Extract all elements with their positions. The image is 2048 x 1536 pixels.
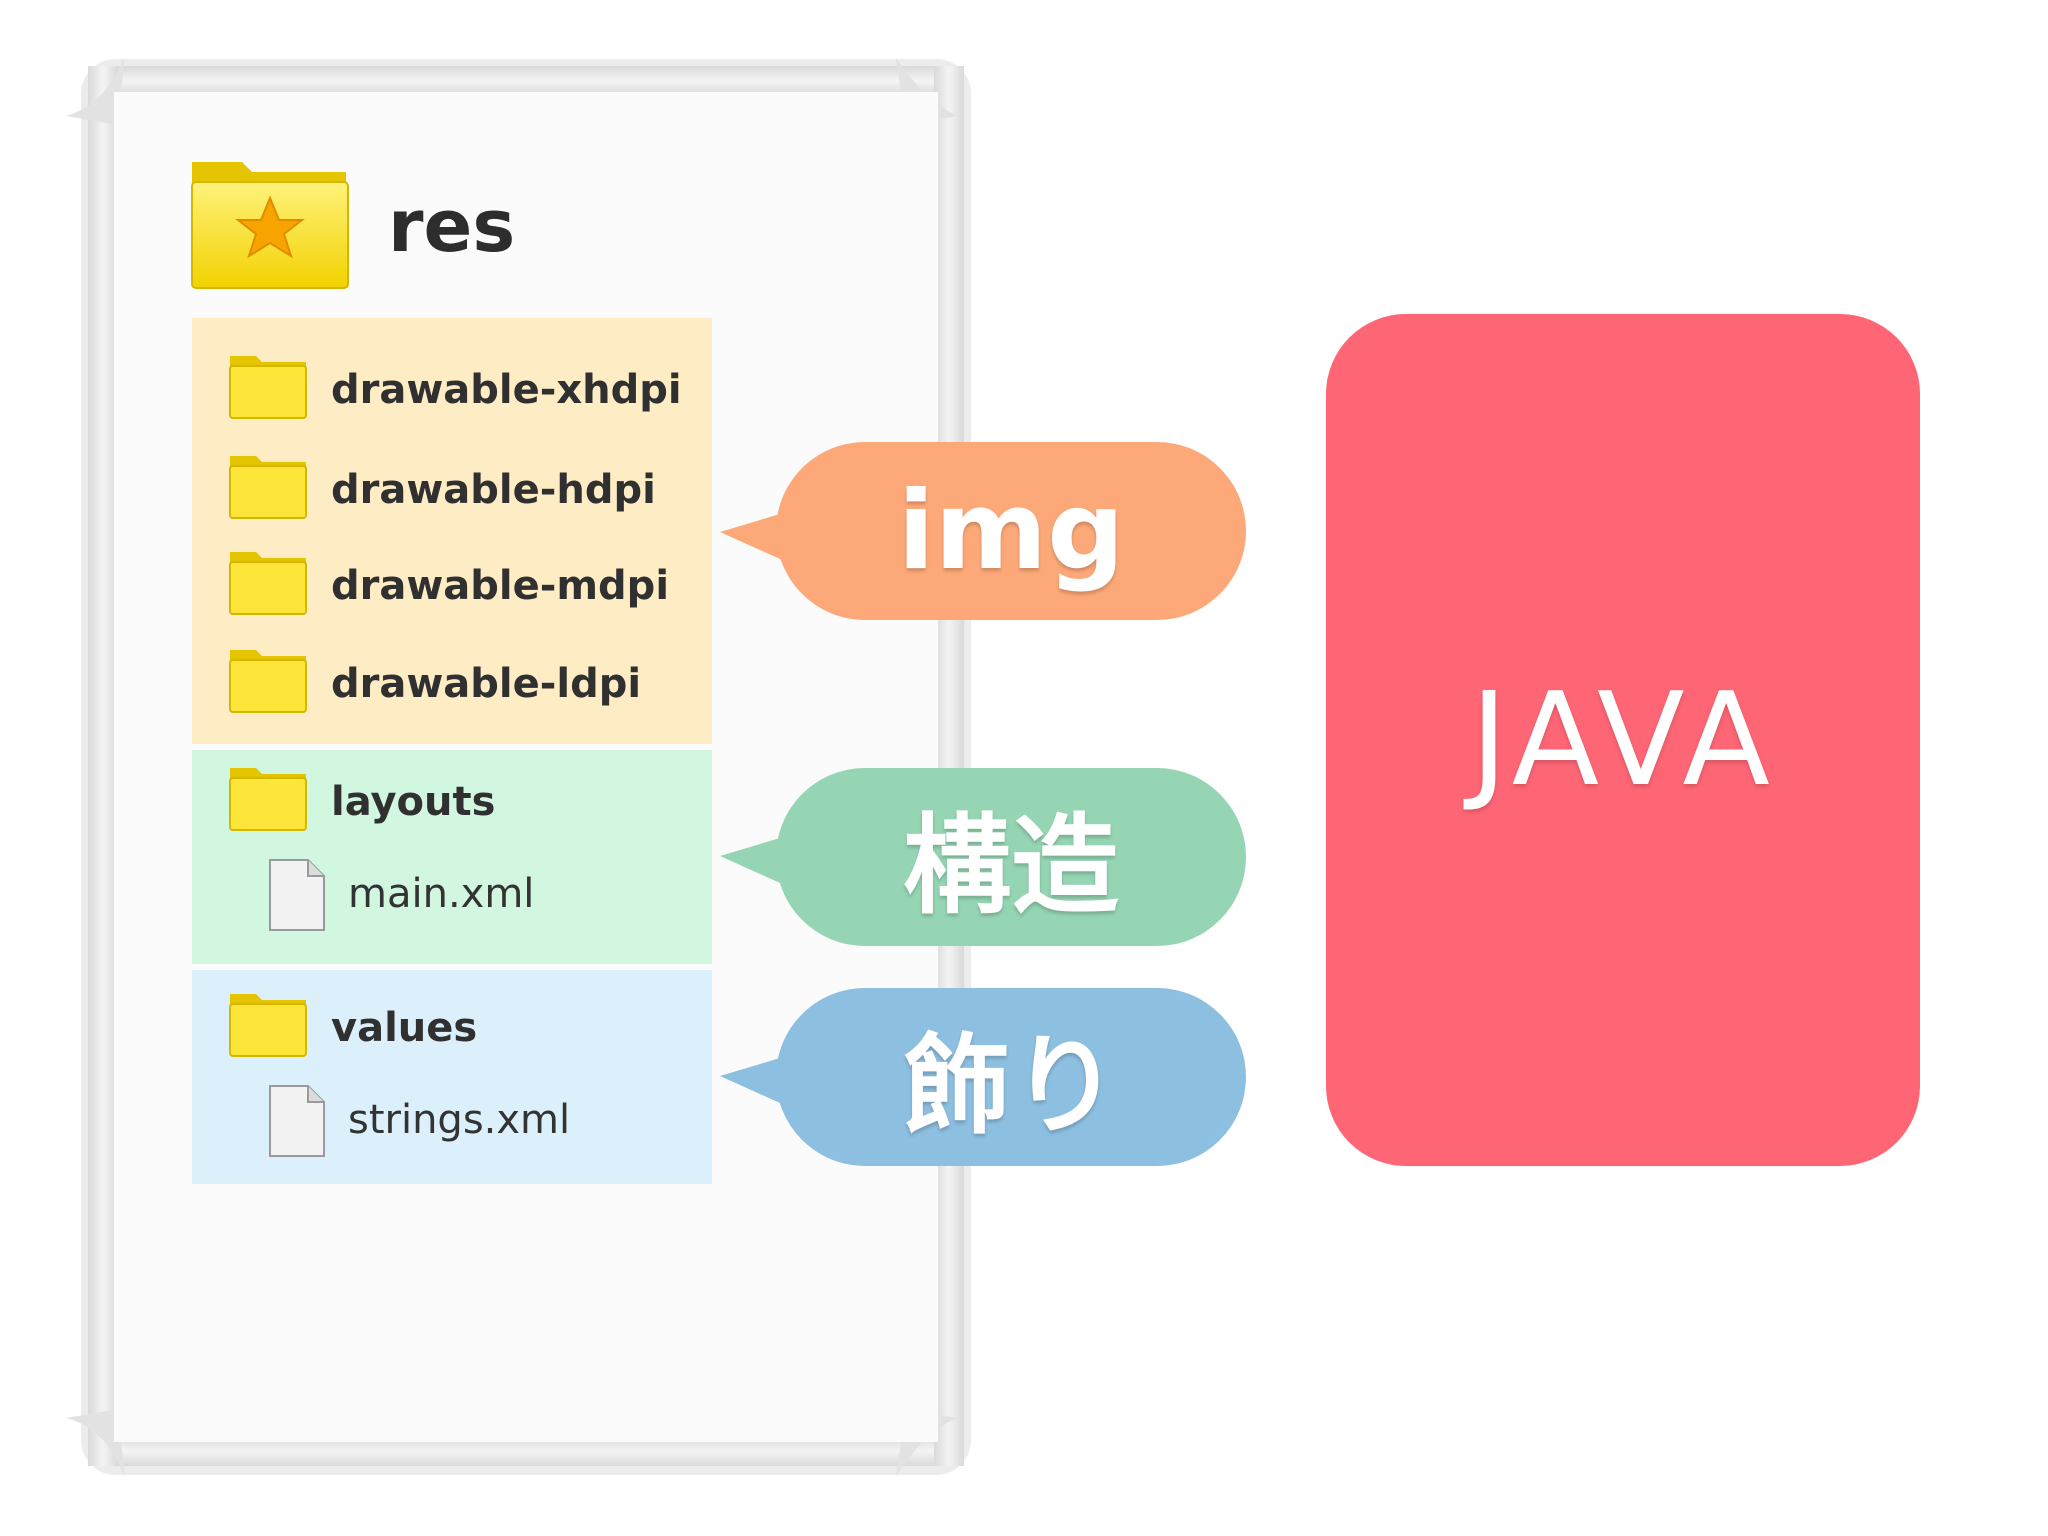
folder-layouts: layouts [331,779,496,825]
img-callout-text: img [897,468,1125,594]
structure-callout-text: 構造 [902,804,1119,929]
folder-values: values [331,1005,478,1051]
file-strings-xml: strings.xml [348,1097,571,1143]
java-card: JAVA [1326,314,1920,1166]
folder-icon [229,552,307,615]
folder-icon [229,994,307,1057]
folder-drawable-xhdpi: drawable-xhdpi [331,367,682,413]
folder-drawable-mdpi: drawable-mdpi [331,563,670,609]
document-icon [269,859,325,931]
folder-icon [229,456,307,519]
folder-drawable-ldpi: drawable-ldpi [331,661,642,707]
decoration-callout-bubble: 飾り [776,988,1246,1166]
img-callout-bubble: img [776,442,1246,620]
res-folder-label: res [388,184,516,268]
decoration-callout-text: 飾り [902,1024,1119,1149]
folder-drawable-hdpi: drawable-hdpi [331,467,656,513]
folder-icon [229,356,307,419]
document-icon [269,1085,325,1157]
folder-icon [229,768,307,831]
folder-icon [229,650,307,713]
starred-folder-icon [191,162,349,289]
file-main-xml: main.xml [348,871,535,917]
structure-callout-bubble: 構造 [776,768,1246,946]
java-card-label: JAVA [1470,665,1776,815]
